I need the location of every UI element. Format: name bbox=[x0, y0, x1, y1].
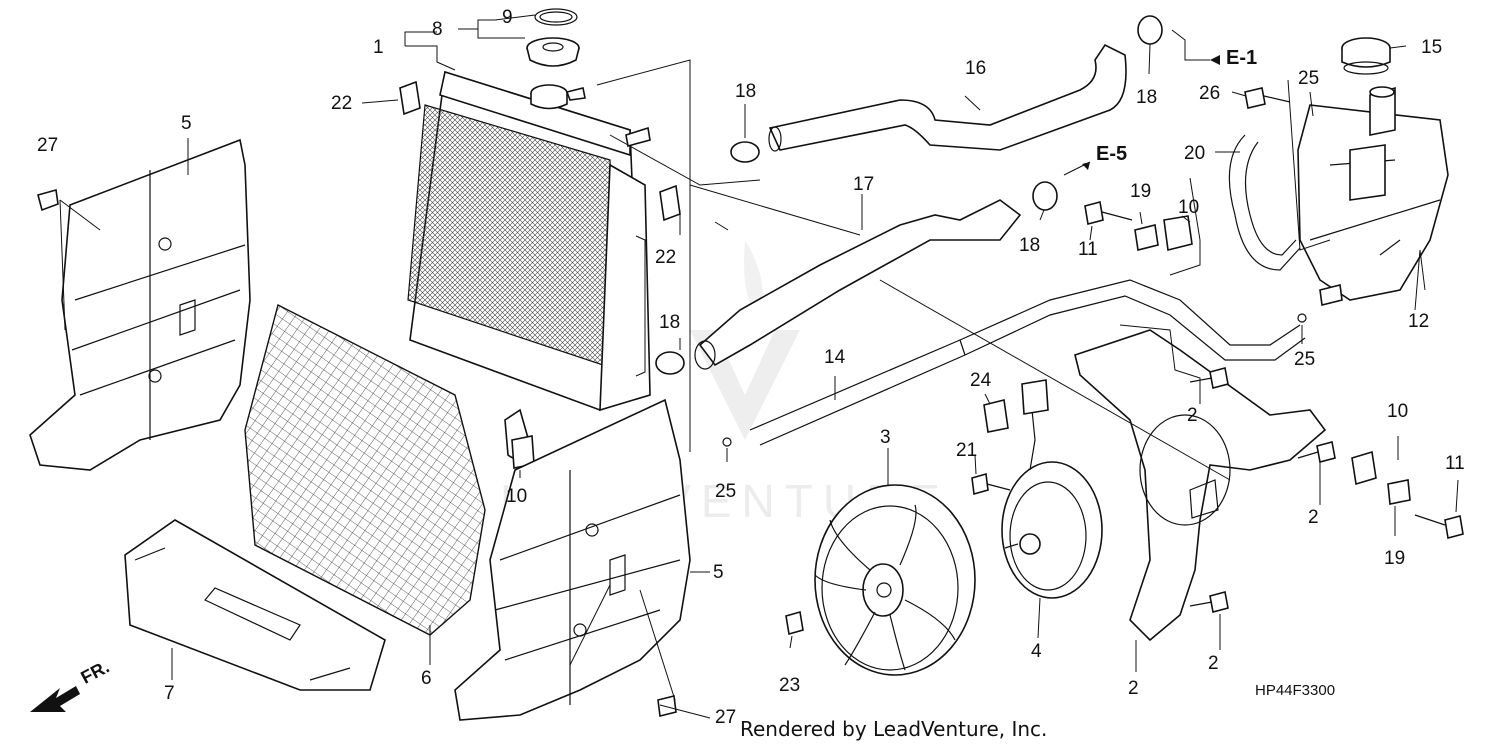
callout-21: 21 bbox=[956, 440, 978, 461]
ref-arrows bbox=[1082, 55, 1220, 170]
callout-25: 25 bbox=[1298, 68, 1320, 89]
nut-23 bbox=[785, 610, 804, 636]
callout-7: 7 bbox=[164, 683, 175, 704]
clip-22 bbox=[399, 80, 681, 222]
leader-lines bbox=[59, 14, 1459, 719]
callout-24: 24 bbox=[970, 370, 992, 391]
callout-5: 5 bbox=[713, 562, 724, 583]
fr-arrow-icon bbox=[30, 686, 80, 712]
hose-clamp-18 bbox=[655, 15, 1163, 375]
shroud-right bbox=[454, 398, 691, 721]
callout-8: 8 bbox=[432, 19, 443, 40]
credit-text: Rendered by LeadVenture, Inc. bbox=[740, 717, 1048, 741]
callout-9: 9 bbox=[502, 7, 513, 28]
ref-e1: E-1 bbox=[1226, 47, 1258, 69]
callout-25: 25 bbox=[715, 481, 737, 502]
fan-bracket bbox=[1074, 329, 1327, 642]
fan-motor bbox=[1001, 379, 1103, 599]
callout-20: 26 bbox=[1199, 83, 1221, 104]
callout-26: 11 bbox=[1078, 239, 1098, 260]
callout-14: 14 bbox=[824, 347, 846, 368]
callout-19: 2 bbox=[1187, 405, 1198, 426]
callout-1: 1 bbox=[373, 37, 384, 58]
radiator-cap bbox=[526, 8, 580, 67]
bolt-20 bbox=[1244, 87, 1291, 109]
callout-15: 20 bbox=[1184, 143, 1206, 164]
callout-13: 12 bbox=[1408, 311, 1430, 332]
callout-4: 4 bbox=[1031, 641, 1042, 662]
callout-19: 2 bbox=[1308, 507, 1319, 528]
ref-e5: E-5 bbox=[1096, 143, 1128, 165]
screw-27 bbox=[37, 188, 677, 717]
callout-2: 2 bbox=[1128, 678, 1139, 699]
connector-24 bbox=[983, 399, 1009, 433]
bolt-26 bbox=[1084, 201, 1464, 539]
reserve-tank-cap bbox=[1341, 37, 1391, 75]
bypass-hose bbox=[749, 279, 1306, 446]
callout-19: 2 bbox=[1208, 653, 1219, 674]
diagram-code: HP44F3300 bbox=[1255, 682, 1336, 699]
callout-22: 22 bbox=[655, 247, 677, 268]
collar-11 bbox=[1134, 224, 1411, 505]
bolt-21 bbox=[971, 472, 1011, 496]
reserve-tank bbox=[1297, 86, 1449, 306]
callout-27: 27 bbox=[37, 135, 59, 156]
callout-10: 10 bbox=[1178, 197, 1200, 218]
radiator bbox=[407, 70, 651, 460]
callout-25: 25 bbox=[1294, 349, 1316, 370]
radiator-screen bbox=[244, 303, 486, 636]
callout-10: 10 bbox=[506, 486, 528, 507]
callout-18: 18 bbox=[659, 312, 681, 333]
callout-27: 27 bbox=[715, 707, 737, 728]
callout-5: 5 bbox=[181, 113, 192, 134]
lower-cover bbox=[124, 519, 386, 691]
callout-18: 18 bbox=[1136, 87, 1158, 108]
callout-16: 16 bbox=[965, 58, 987, 79]
callout-26: 11 bbox=[1445, 453, 1465, 474]
callout-12: 15 bbox=[1421, 37, 1443, 58]
callout-22: 22 bbox=[331, 93, 353, 114]
callout-17: 17 bbox=[853, 174, 875, 195]
grommet-10 bbox=[511, 215, 1377, 486]
cooling-fan bbox=[814, 484, 976, 676]
upper-hose bbox=[768, 43, 1127, 152]
bolt-19 bbox=[1189, 367, 1336, 613]
callout-18: 18 bbox=[1019, 235, 1041, 256]
callout-18: 18 bbox=[735, 81, 757, 102]
lower-hose bbox=[694, 199, 1022, 370]
callout-23: 23 bbox=[779, 675, 801, 696]
callout-11: 19 bbox=[1130, 181, 1152, 202]
callout-11: 19 bbox=[1384, 548, 1406, 569]
reserve-hose bbox=[1228, 134, 1301, 271]
callout-10: 10 bbox=[1387, 401, 1409, 422]
shroud-left bbox=[29, 138, 251, 471]
callout-6: 6 bbox=[421, 668, 432, 689]
callout-3: 3 bbox=[880, 427, 891, 448]
